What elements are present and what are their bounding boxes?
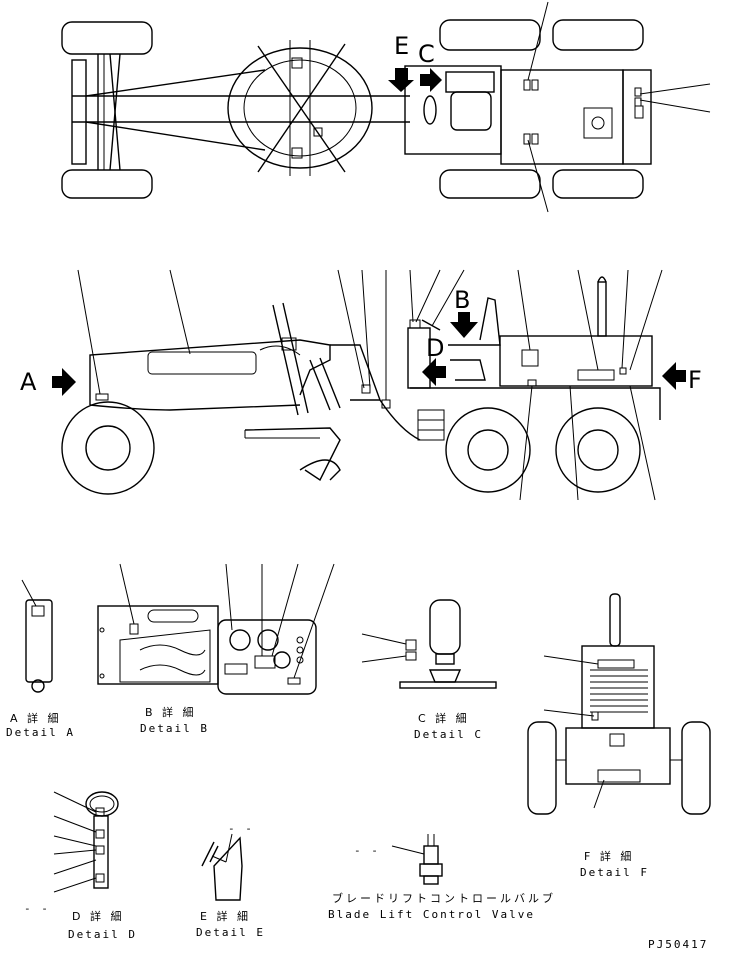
top-view <box>61 1 711 213</box>
front-right-wheel <box>61 169 153 199</box>
detail-a-jp: A 詳 細 <box>10 712 62 725</box>
valve-drawing <box>391 834 443 885</box>
dash-mark-d: - - <box>24 902 50 915</box>
engine-hood-top <box>500 69 624 165</box>
detail-e-drawing <box>201 833 243 901</box>
callout-a: A <box>20 368 37 396</box>
callout-d: D <box>426 334 445 362</box>
detail-c-jp: C 詳 細 <box>418 712 470 725</box>
callout-b: B <box>454 286 471 314</box>
side-rear-wheel-2 <box>555 407 641 493</box>
detail-a-drawing <box>21 579 53 693</box>
side-front-wheel <box>61 401 155 495</box>
detail-d-en: Detail D <box>68 928 137 941</box>
detail-d-drawing <box>53 791 119 893</box>
side-rear-wheel-1 <box>445 407 531 493</box>
circle-drawbar <box>227 47 373 169</box>
callout-e: E <box>394 32 410 60</box>
figure-code: PJ50417 <box>648 938 709 951</box>
callout-c: C <box>418 40 435 68</box>
detail-b-en: Detail B <box>140 722 209 735</box>
arrow-D <box>422 358 446 386</box>
arrow-B <box>450 312 478 338</box>
callout-f: F <box>688 366 702 394</box>
detail-f-en: Detail F <box>580 866 649 879</box>
arrow-C <box>420 68 442 92</box>
side-view <box>52 269 686 501</box>
detail-f-drawing <box>527 593 711 815</box>
detail-a-en: Detail A <box>6 726 75 739</box>
rear-frame <box>404 65 502 155</box>
dash-mark-e: - - <box>228 822 254 835</box>
detail-b-jp: B 詳 細 <box>145 706 197 719</box>
detail-e-jp: E 詳 細 <box>200 910 251 923</box>
valve-en: Blade Lift Control Valve <box>328 908 535 921</box>
valve-jp: ブレードリフトコントロールバルブ <box>332 892 556 905</box>
arrow-E <box>388 68 414 92</box>
side-engine-hood <box>499 335 653 387</box>
front-left-wheel <box>61 21 153 55</box>
detail-e-en: Detail E <box>196 926 265 939</box>
detail-c-drawing <box>361 599 497 689</box>
detail-d-jp: D 詳 細 <box>72 910 125 923</box>
dash-mark-valve: - - <box>354 844 380 857</box>
detail-f-jp: F 詳 細 <box>584 850 635 863</box>
arrow-F <box>662 362 686 390</box>
detail-b-drawing <box>97 563 335 695</box>
arrow-A <box>52 368 76 396</box>
detail-c-en: Detail C <box>414 728 483 741</box>
